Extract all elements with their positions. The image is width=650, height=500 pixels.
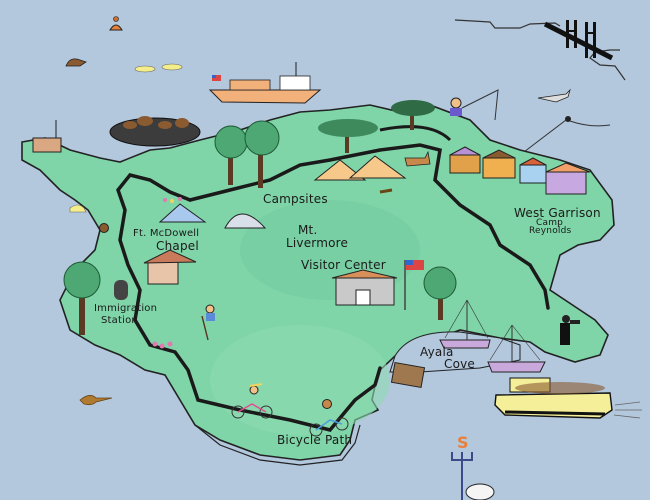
airplane-icon xyxy=(537,88,571,103)
label-ayala-cove-line1[interactable]: Ayala xyxy=(420,345,454,359)
visitor-center-building xyxy=(331,260,424,310)
neptune-statue-icon: S xyxy=(451,433,495,500)
kite-icon xyxy=(519,116,611,156)
label-ayala-cove-line2[interactable]: Cove xyxy=(444,357,476,371)
palm-tree-icon xyxy=(423,266,457,320)
label-chapel-line1[interactable]: Ft. McDowell xyxy=(133,228,200,239)
label-immigration-line1[interactable]: Immigration xyxy=(94,303,158,314)
label-west-garrison[interactable]: West Garrison xyxy=(514,206,601,220)
duck-icon xyxy=(69,204,87,213)
cyclist-icon xyxy=(309,399,349,437)
tent-icon xyxy=(313,159,367,181)
west-garrison-buildings xyxy=(449,146,591,195)
person-icon xyxy=(99,223,109,233)
label-camp-reynolds-line2[interactable]: Reynolds xyxy=(529,226,572,236)
tent-icon xyxy=(348,155,407,179)
tent-icon xyxy=(224,213,267,229)
golden-gate-bridge-icon xyxy=(454,19,626,81)
dock-icon xyxy=(390,361,426,389)
seal-rock xyxy=(109,116,201,147)
ferry-boat xyxy=(494,377,642,419)
svg-text:S: S xyxy=(457,433,469,452)
lookout-hut-icon xyxy=(32,137,62,153)
immigration-gate-icon xyxy=(114,280,128,300)
label-immigration-line2[interactable]: Station xyxy=(101,315,138,326)
sailboat-icon xyxy=(487,324,546,373)
cyclist-icon xyxy=(231,383,273,419)
photographer-icon xyxy=(560,315,580,345)
tent-icon xyxy=(158,203,207,223)
label-camp-reynolds-line1[interactable]: Camp xyxy=(536,218,564,228)
tree-icon xyxy=(391,100,435,130)
duck-icon xyxy=(161,63,183,71)
label-visitor-center[interactable]: Visitor Center xyxy=(301,258,386,272)
label-campsites[interactable]: Campsites xyxy=(263,192,328,206)
perimeter-road xyxy=(116,173,382,432)
label-livermore-line1[interactable]: Mt. xyxy=(298,223,318,237)
dog-icon xyxy=(404,150,431,167)
sailboat-icon xyxy=(439,299,491,349)
chapel-building xyxy=(143,249,197,285)
tour-boat xyxy=(208,62,322,104)
tree-icon xyxy=(318,119,378,153)
label-livermore-line2[interactable]: Livermore xyxy=(286,236,349,250)
fisherman-icon xyxy=(450,89,499,121)
pelican-icon xyxy=(79,395,113,406)
hiker-icon xyxy=(201,304,215,341)
seal-icon xyxy=(65,58,87,67)
label-chapel-line2[interactable]: Chapel xyxy=(156,239,199,253)
palm-tree-icon xyxy=(244,120,280,188)
flowers-icon xyxy=(152,197,182,349)
buoy-icon xyxy=(109,16,123,31)
palm-tree-icon xyxy=(63,261,101,335)
duck-icon xyxy=(134,65,156,73)
label-bicycle-path[interactable]: Bicycle Path xyxy=(277,433,353,447)
